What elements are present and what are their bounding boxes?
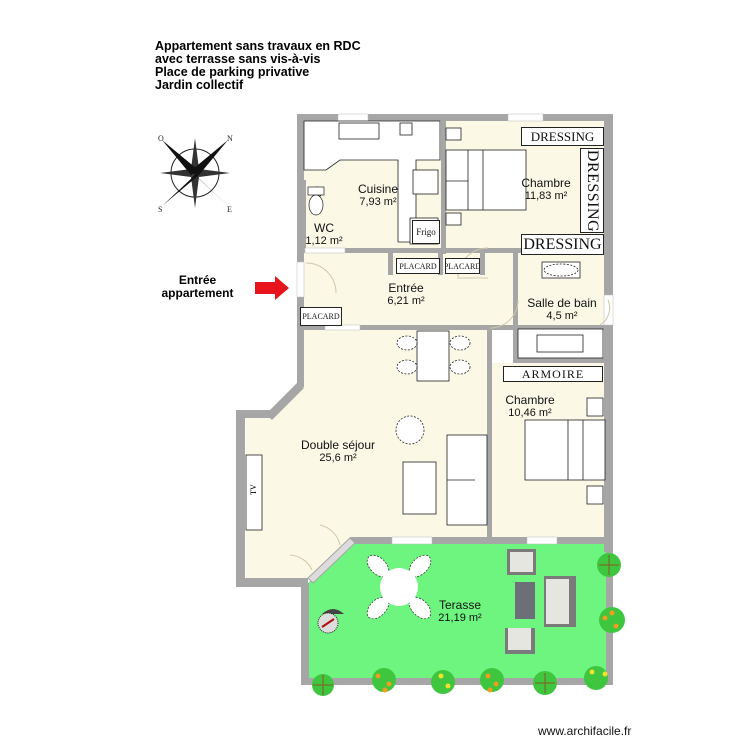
room-area: 7,93 m²	[359, 196, 397, 208]
room-name: Chambre	[521, 176, 571, 190]
room-area: 10,46 m²	[508, 407, 552, 419]
bed-chambre-2	[524, 397, 606, 505]
compass-label-e: E	[227, 205, 232, 214]
entry-label-line-2: appartement	[161, 286, 234, 300]
description-line-4: Jardin collectif	[155, 78, 244, 92]
watermark-link[interactable]: www.archifacile.fr	[538, 724, 632, 738]
room-label-cuisine: Cuisine 7,93 m²	[358, 183, 398, 209]
description-line-2: avec terrasse sans vis-à-vis	[155, 52, 321, 66]
dressing-label-top: DRESSING	[521, 127, 604, 146]
dressing-label-side: DRESSING	[580, 148, 604, 233]
wc-toilet	[307, 186, 325, 216]
room-name: Salle de bain	[527, 296, 597, 310]
windows	[296, 113, 614, 545]
compass-label-s: S	[158, 205, 162, 214]
room-label-chambre-1: Chambre 11,83 m²	[521, 177, 570, 203]
room-name: Entrée	[388, 281, 424, 295]
plan-description: Appartement sans travaux en RDC avec ter…	[155, 40, 361, 92]
entry-label: Entrée appartement	[150, 274, 245, 300]
compass-label-n: N	[227, 134, 233, 143]
dressing-side-text: DRESSING	[584, 149, 602, 232]
room-area: 1,12 m²	[305, 235, 343, 247]
tv-label: TV	[248, 484, 258, 495]
sejour-furniture	[245, 330, 488, 531]
dressing-label-bottom: DRESSING	[521, 234, 604, 255]
room-area: 4,5 m²	[546, 310, 578, 322]
placard-label-entree-1: PLACARD	[396, 258, 440, 274]
room-label-wc: WC 1,12 m²	[305, 222, 342, 248]
placard-label-entree-left: PLACARD	[300, 307, 342, 326]
description-line-1: Appartement sans travaux en RDC	[155, 39, 361, 53]
entry-arrow-icon	[255, 276, 289, 300]
room-name: WC	[313, 221, 334, 235]
room-name: Cuisine	[357, 182, 399, 196]
plants	[312, 553, 625, 696]
room-name: Double séjour	[300, 438, 376, 452]
room-label-terrasse: Terasse 21,19 m²	[438, 599, 481, 625]
bathroom-fixtures	[517, 261, 604, 359]
room-area: 21,19 m²	[438, 612, 482, 624]
placard-label-entree-2: PLACARD	[445, 258, 480, 274]
compass-label-o: O	[158, 134, 164, 143]
room-label-salle-de-bain: Salle de bain 4,5 m²	[527, 297, 596, 323]
room-area: 11,83 m²	[524, 190, 568, 202]
compass-rose-icon: O N S E	[158, 134, 233, 214]
armoire-label: ARMOIRE	[503, 366, 603, 382]
description-line-3: Place de parking privative	[155, 65, 310, 79]
terrace-door	[307, 537, 356, 584]
room-area: 25,6 m²	[319, 452, 357, 464]
room-area: 6,21 m²	[387, 295, 425, 307]
terrace-furniture	[317, 549, 576, 654]
room-name: Terasse	[438, 598, 482, 612]
frigo-label: Frigo	[412, 220, 440, 244]
room-label-sejour: Double séjour 25,6 m²	[301, 439, 375, 465]
room-label-chambre-2: Chambre 10,46 m²	[505, 394, 554, 420]
entry-label-line-1: Entrée	[178, 273, 217, 287]
room-name: Chambre	[505, 393, 555, 407]
room-label-entree: Entrée 6,21 m²	[387, 282, 424, 308]
bed-chambre-1	[445, 127, 527, 226]
